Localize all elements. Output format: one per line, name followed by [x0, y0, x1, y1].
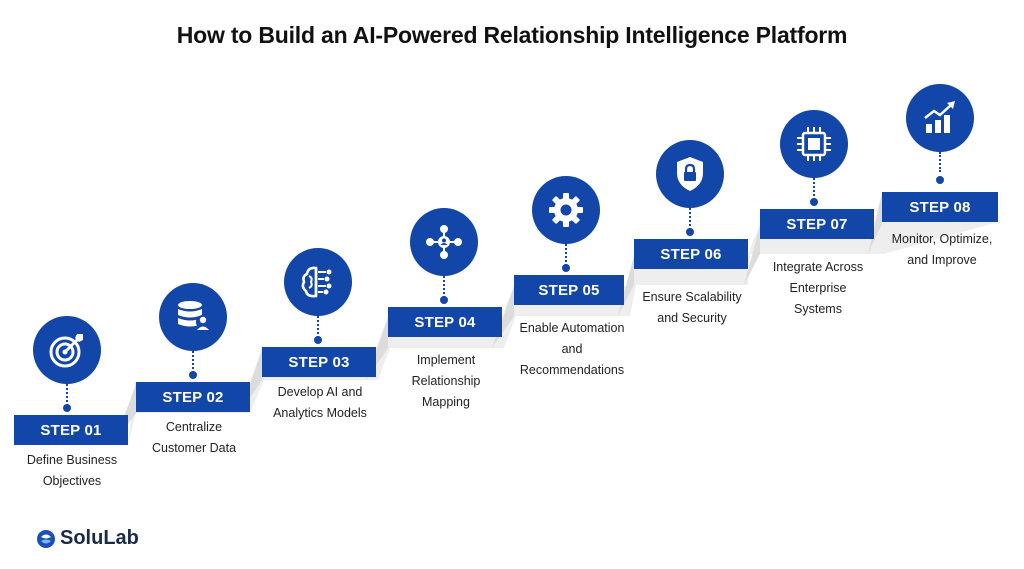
brain-circuit-icon — [284, 248, 352, 316]
brand-name: SoluLab — [60, 527, 139, 549]
connector-dot — [686, 228, 694, 236]
connector — [443, 276, 445, 298]
connector-dot — [936, 176, 944, 184]
page-title: How to Build an AI-Powered Relationship … — [176, 22, 848, 48]
connector-dot — [63, 404, 71, 412]
gear-icon — [532, 176, 600, 244]
brand-logo: SoluLab — [36, 527, 139, 550]
step-label: STEP 06 — [634, 239, 748, 269]
connector-dot — [810, 198, 818, 206]
connector — [317, 316, 319, 338]
step-label: STEP 05 — [514, 275, 624, 305]
connector-dot — [562, 264, 570, 272]
connector-dot — [314, 336, 322, 344]
step-label: STEP 03 — [262, 347, 376, 377]
network-people-icon — [410, 208, 478, 276]
target-icon — [33, 316, 101, 384]
connector — [565, 244, 567, 266]
step-label: STEP 04 — [388, 307, 502, 337]
step-label: STEP 01 — [14, 415, 128, 445]
growth-chart-icon — [906, 84, 974, 152]
connector — [66, 384, 68, 406]
database-user-icon — [159, 283, 227, 351]
connector-dot — [189, 371, 197, 379]
connector — [813, 178, 815, 200]
chip-icon — [780, 110, 848, 178]
step-08: STEP 08 Monitor, Optimize,and Improve — [882, 84, 1006, 267]
connector — [939, 152, 941, 172]
step-description: Monitor, Optimize,and Improve — [891, 232, 993, 267]
shield-lock-icon — [656, 140, 724, 208]
connector — [689, 208, 691, 230]
step-label: STEP 08 — [882, 192, 998, 222]
step-label: STEP 02 — [136, 382, 250, 412]
step-label: STEP 07 — [760, 209, 874, 239]
connector-dot — [440, 296, 448, 304]
connector — [192, 351, 194, 373]
solulab-logo-icon — [37, 529, 55, 548]
